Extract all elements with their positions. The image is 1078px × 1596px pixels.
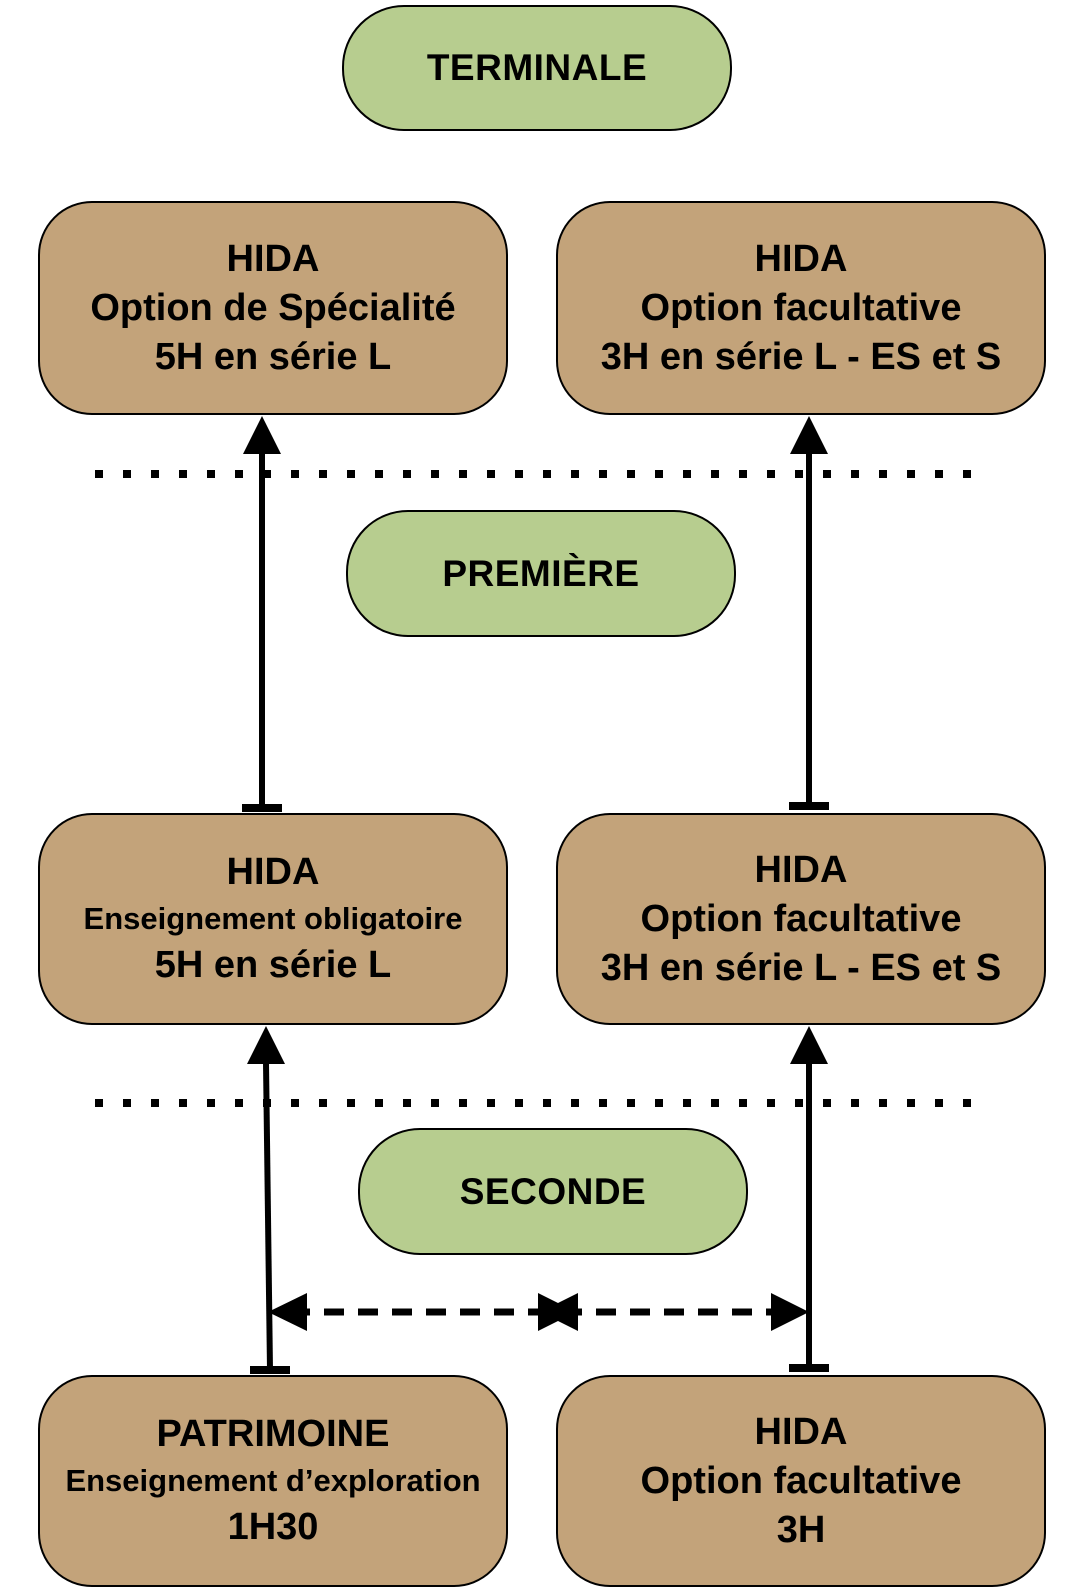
box-premiere-right: HIDA Option facultative 3H en série L - … [556,813,1046,1025]
box-title: HIDA [754,848,848,891]
arrow-left-head-icon [540,1293,578,1331]
level-terminale: TERMINALE [342,5,732,131]
box-hours: 1H30 [227,1506,319,1548]
arrow-left-premiere-to-terminale [242,416,282,812]
box-subtitle: Enseignement obligatoire [83,901,463,936]
box-hours: 3H [776,1508,826,1551]
arrow-left-head-icon [268,1293,307,1331]
box-premiere-left: HIDA Enseignement obligatoire 5H en séri… [38,813,508,1025]
box-hours: 5H en série L [154,335,392,378]
box-subtitle: Enseignement d’exploration [65,1463,481,1498]
level-seconde-label: SECONDE [459,1170,647,1212]
box-title: HIDA [754,237,848,280]
level-premiere: PREMIÈRE [346,510,736,637]
level-seconde: SECONDE [358,1128,748,1255]
box-terminale-right: HIDA Option facultative 3H en série L - … [556,201,1046,415]
box-subtitle: Option facultative [640,1459,962,1502]
box-seconde-right: HIDA Option facultative 3H [556,1375,1046,1587]
box-title: HIDA [754,1410,848,1453]
arrow-up-head-icon [790,1026,828,1064]
box-seconde-left: PATRIMOINE Enseignement d’exploration 1H… [38,1375,508,1587]
arrow-up-head-icon [247,1026,285,1064]
box-subtitle: Option facultative [640,897,962,940]
box-hours: 3H en série L - ES et S [600,335,1002,378]
box-hours: 3H en série L - ES et S [600,946,1002,989]
box-hours: 5H en série L [154,944,392,986]
box-title: HIDA [226,237,320,280]
box-terminale-left: HIDA Option de Spécialité 5H en série L [38,201,508,415]
level-terminale-label: TERMINALE [426,47,648,88]
box-title: PATRIMOINE [156,1413,390,1455]
box-title: HIDA [226,851,320,893]
level-premiere-label: PREMIÈRE [442,552,640,594]
dashed-double-arrow-seconde [268,1293,809,1331]
arrow-right-head-icon [771,1293,809,1331]
box-subtitle: Option facultative [640,286,962,329]
box-subtitle: Option de Spécialité [90,286,456,329]
arrow-up-head-icon [790,416,828,454]
arrow-left-seconde-to-premiere [247,1026,290,1374]
arrow-up-head-icon [243,416,281,454]
arrow-right-seconde-to-premiere [789,1026,829,1372]
arrow-right-premiere-to-terminale [789,416,829,810]
